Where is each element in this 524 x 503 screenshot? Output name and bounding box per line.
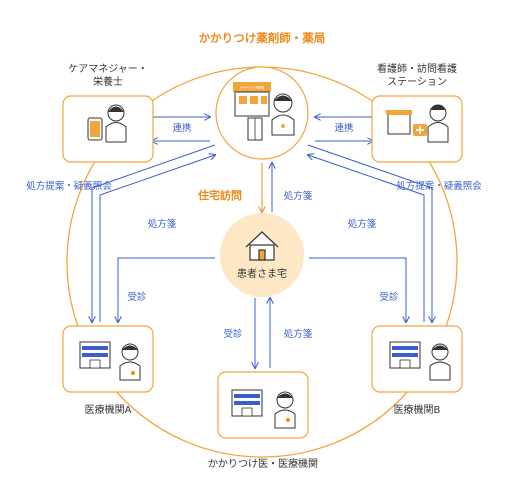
proposal-right-label: 処方提案・疑義照会: [396, 181, 482, 192]
center-bottom-lines: [255, 298, 270, 368]
hospital-b-icon: [389, 341, 451, 381]
patient-home-label: 患者さま宅: [237, 269, 287, 280]
renkei-right-label: 連携: [334, 123, 354, 134]
house-icon: [245, 231, 279, 261]
prescription-right-label: 処方箋: [347, 219, 377, 230]
renkei-arrows-left: [152, 117, 210, 141]
family-doctor-icon: [231, 389, 296, 429]
proposal-left-label: 処方提案・疑義照会: [26, 181, 112, 192]
left-prescription-lines: [92, 144, 215, 322]
care-manager-label-line1: ケアマネジャー・: [68, 64, 148, 75]
consult-left-label: 受診: [127, 292, 147, 303]
care-manager-icon: [87, 104, 127, 143]
renkei-arrows-right: [315, 117, 373, 141]
pharmacy-sign-text: かかりつけ薬局: [240, 85, 265, 90]
home-visit-label: 住宅訪問: [198, 189, 242, 202]
consult-center-label: 受診: [223, 329, 243, 340]
hospital-a-icon: [79, 341, 141, 381]
prescription-center-bottom-label: 処方箋: [283, 329, 313, 340]
nursing-label-line1: 看護師・訪問看護: [377, 64, 457, 75]
consult-right-label: 受診: [379, 292, 399, 303]
hospital-b-label: 医療機関B: [393, 405, 441, 416]
main-title: かかりつけ薬剤師・薬局: [198, 31, 326, 45]
care-manager-label-line2: 栄養士: [93, 77, 123, 88]
family-doctor-label: かかりつけ医・医療機関: [207, 459, 319, 470]
hospital-a-label: 医療機関A: [84, 405, 132, 416]
right-prescription-lines: [308, 144, 432, 322]
renkei-left-label: 連携: [172, 123, 192, 134]
prescription-center-top-label: 処方箋: [283, 191, 313, 202]
nursing-label-line2: ステーション: [387, 77, 447, 88]
prescription-left-label: 処方箋: [147, 219, 177, 230]
pharmacy-building-icon: [233, 82, 271, 141]
nursing-station-icon: [386, 104, 449, 143]
pharmacist-person-icon: [271, 93, 295, 136]
